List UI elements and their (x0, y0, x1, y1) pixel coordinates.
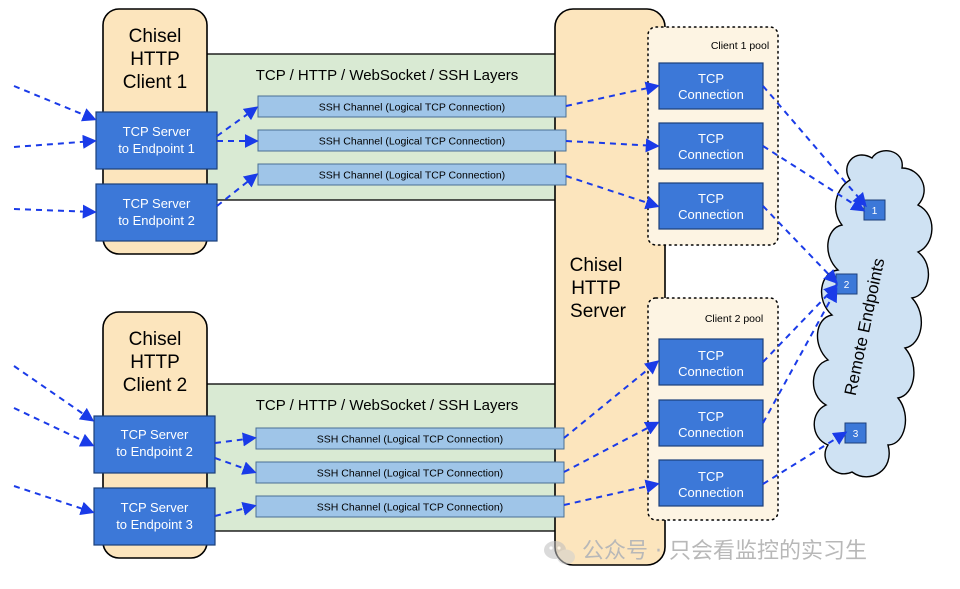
ssh-pool-arrow-1 (565, 81, 660, 107)
incoming-arrow-2 (13, 134, 97, 149)
tcp-server-4-line-1: TCP Server (121, 500, 189, 515)
client-1-title-line-1: Chisel (129, 26, 182, 47)
incoming-arrow-3 (13, 204, 97, 219)
client-2-title-line-1: Chisel (129, 329, 182, 350)
ssh-channel-5-label: SSH Channel (Logical TCP Connection) (317, 468, 503, 480)
tcp-server-endpoint-3 (93, 487, 216, 546)
tcp-connection-2 (658, 122, 764, 170)
tcp-server-4-line-2: to Endpoint 3 (116, 517, 193, 532)
wechat-icon (544, 541, 575, 565)
tcp-connection-3-line-1: TCP (698, 191, 724, 206)
tcp-connection-6-line-1: TCP (698, 469, 724, 484)
ssh-channel-4-label: SSH Channel (Logical TCP Connection) (317, 434, 503, 446)
endpoint-3-label: 3 (853, 429, 859, 440)
server-title-line-2: HTTP (571, 278, 621, 299)
ssh-channel-3-label: SSH Channel (Logical TCP Connection) (319, 170, 505, 182)
tcp-connection-3 (658, 182, 764, 230)
tcp-connection-3-line-2: Connection (678, 207, 744, 222)
tcp-connection-2-line-1: TCP (698, 131, 724, 146)
tcp-connection-5-line-1: TCP (698, 409, 724, 424)
endpoint-2-label: 2 (844, 280, 850, 291)
client-1-title-line-2: HTTP (130, 49, 180, 70)
ssh-pool-arrow-4 (563, 360, 660, 439)
client-ssh-arrow-5 (214, 457, 257, 475)
incoming-arrow-6 (13, 485, 95, 516)
tcp-connection-4 (658, 338, 764, 386)
tcp-connection-2-line-2: Connection (678, 147, 744, 162)
tcp-connection-1 (658, 62, 764, 110)
tcp-connection-5 (658, 399, 764, 447)
client-2-title-line-3: Client 2 (123, 375, 187, 396)
tcp-server-3-line-1: TCP Server (121, 427, 189, 442)
tcp-connection-4-line-1: TCP (698, 348, 724, 363)
server-title-line-3: Server (570, 301, 627, 322)
client-1-pool-label: Client 1 pool (711, 40, 769, 52)
tcp-server-1-line-2: to Endpoint 1 (118, 141, 195, 156)
ssh-pool-arrow-2 (565, 138, 660, 153)
client-ssh-arrow-1 (216, 106, 259, 137)
tcp-connection-6-line-2: Connection (678, 485, 744, 500)
ssh-pool-arrow-6 (563, 479, 660, 506)
endpoint-arrow-2 (762, 145, 866, 212)
tcp-connection-1-line-1: TCP (698, 71, 724, 86)
endpoint-arrow-5 (762, 287, 838, 424)
ssh-channel-1-label: SSH Channel (Logical TCP Connection) (319, 102, 505, 114)
layer-label-1: TCP / HTTP / WebSocket / SSH Layers (256, 67, 519, 84)
client-ssh-arrow-3 (216, 173, 259, 207)
tcp-server-2-line-2: to Endpoint 2 (118, 213, 195, 228)
tcp-connection-5-line-2: Connection (678, 425, 744, 440)
client-2-pool-label: Client 2 pool (705, 313, 763, 325)
ssh-channel-6-label: SSH Channel (Logical TCP Connection) (317, 502, 503, 514)
client-1-title-line-3: Client 1 (123, 72, 187, 93)
watermark-text: 公众号 · 只会看监控的实习生 (582, 539, 867, 564)
tcp-server-1-line-1: TCP Server (123, 124, 191, 139)
incoming-arrow-1 (13, 85, 97, 122)
tcp-server-3-line-2: to Endpoint 2 (116, 444, 193, 459)
layer-label-2: TCP / HTTP / WebSocket / SSH Layers (256, 397, 519, 414)
endpoint-arrow-1 (762, 85, 867, 208)
remote-endpoints-cloud (812, 150, 933, 478)
tcp-server-2-line-1: TCP Server (123, 196, 191, 211)
client-2-title-line-2: HTTP (130, 352, 180, 373)
incoming-arrow-4 (13, 365, 95, 422)
endpoint-arrow-6 (762, 431, 848, 485)
incoming-arrow-5 (13, 407, 95, 447)
chisel-http-server (554, 8, 666, 566)
ssh-pool-arrow-3 (565, 175, 660, 210)
server-title-line-1: Chisel (570, 255, 623, 276)
endpoint-1-label: 1 (872, 206, 878, 217)
client-ssh-arrow-6 (214, 502, 257, 517)
tcp-connection-1-line-2: Connection (678, 87, 744, 102)
tcp-connection-4-line-2: Connection (678, 364, 744, 379)
ssh-channel-2-label: SSH Channel (Logical TCP Connection) (319, 136, 505, 148)
